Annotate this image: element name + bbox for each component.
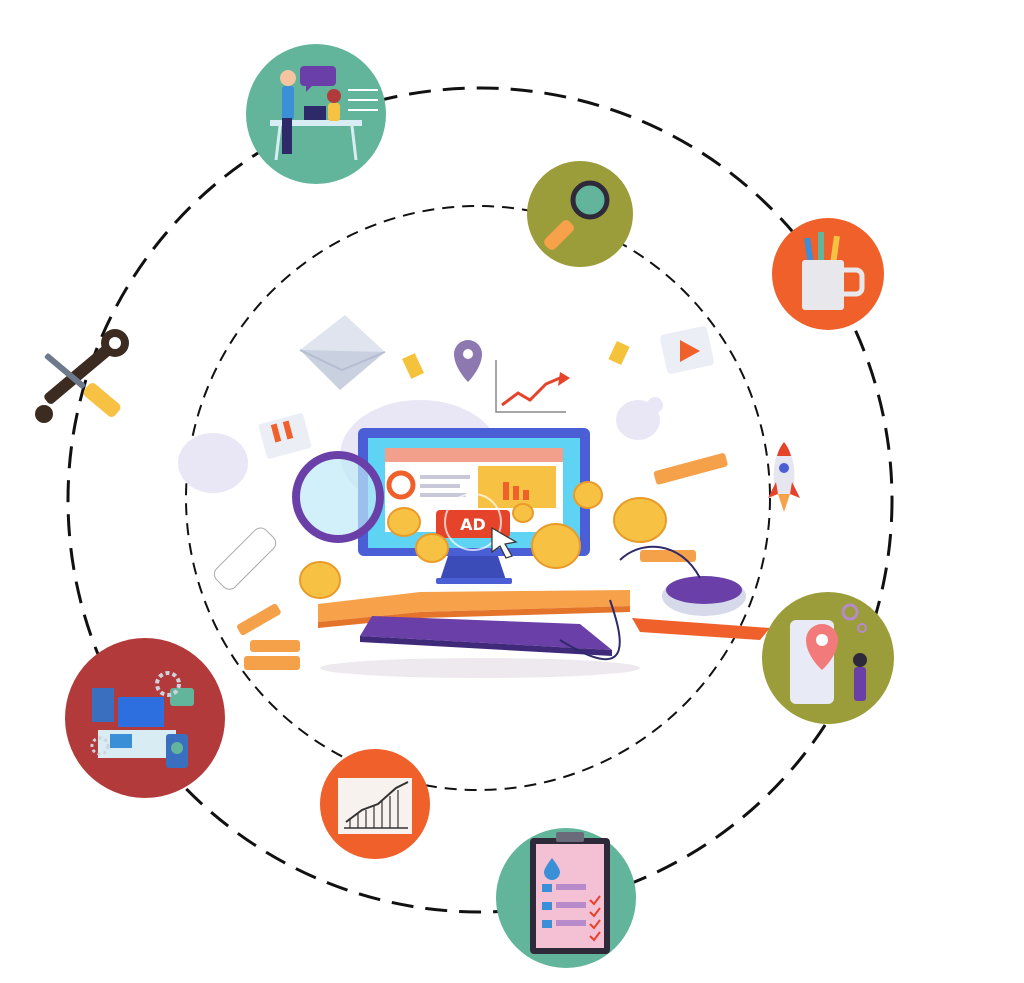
web-development-icon xyxy=(65,638,225,798)
desk xyxy=(318,590,770,640)
tag-icon xyxy=(258,413,312,459)
magnifying-glass xyxy=(213,451,384,590)
growth-chart-icon xyxy=(320,749,430,859)
trend-chart-icon xyxy=(495,360,570,413)
magnifier-icon xyxy=(527,161,633,267)
cable xyxy=(559,599,621,661)
floor-shadow xyxy=(320,658,640,678)
coins xyxy=(299,481,667,599)
team-meeting-icon xyxy=(246,44,386,184)
location-pin-icon xyxy=(454,340,482,382)
video-play-icon xyxy=(660,326,714,374)
coin-stacks xyxy=(237,453,728,670)
ad-label: AD xyxy=(460,515,486,534)
keyboard xyxy=(360,616,612,656)
envelope-icon xyxy=(299,315,386,390)
rocket-icon xyxy=(768,442,800,512)
tools-icon xyxy=(35,329,129,423)
inner-orbit xyxy=(185,205,771,791)
floating-shapes xyxy=(402,340,630,379)
pencil-cup-icon xyxy=(772,218,884,330)
clipboard-checklist-icon xyxy=(496,828,636,968)
ad-banner: AD xyxy=(436,493,518,559)
outer-orbit xyxy=(66,86,894,914)
mouse xyxy=(619,545,746,616)
location-phone-icon xyxy=(762,592,894,724)
